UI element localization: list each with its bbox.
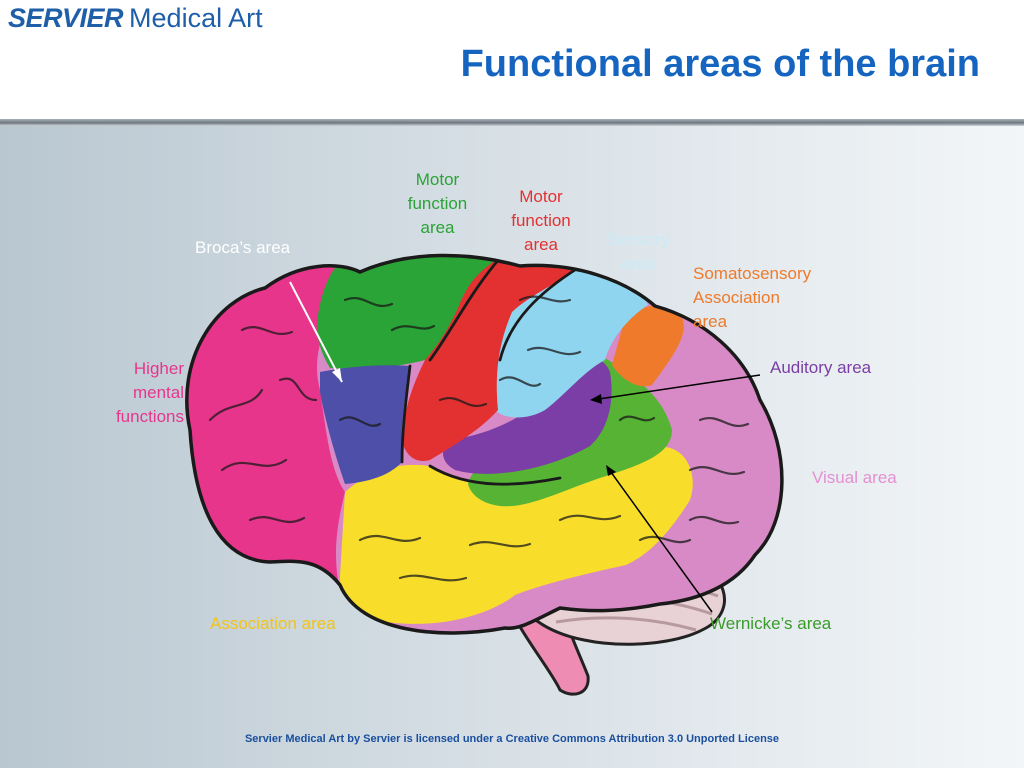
- label-somatosensory-line-1: Somatosensory: [693, 264, 812, 283]
- label-somatosensory-association: Somatosensory Association area: [693, 262, 811, 334]
- label-higher-mental-functions: Higher mental functions: [84, 357, 184, 429]
- brain-outline: [185, 253, 784, 635]
- label-motor-red-line-1: Motor: [519, 187, 563, 206]
- label-motor-green-line-1: Motor: [415, 170, 460, 189]
- region-association: [338, 446, 693, 624]
- label-higher-line-1: Higher: [133, 359, 184, 378]
- label-higher-line-3: functions: [115, 407, 184, 426]
- header-divider: [0, 119, 1024, 126]
- pointer-lines: [289, 281, 761, 613]
- label-sensory-area: Sensory area: [596, 228, 680, 276]
- wernicke-pointer: [607, 467, 713, 613]
- label-association-area: Association area: [210, 614, 336, 633]
- gyri-texture: [208, 295, 750, 582]
- label-brocas-area: Broca’s area: [195, 238, 291, 257]
- auditory-pointer-head: [590, 394, 602, 404]
- broca-pointer: [289, 281, 343, 383]
- logo-product: Medical Art: [129, 3, 263, 33]
- label-visual-area: Visual area: [812, 468, 897, 487]
- region-broca: [320, 365, 410, 484]
- cerebrum-regions: [186, 255, 782, 633]
- label-higher-line-2: mental: [132, 383, 184, 402]
- auditory-pointer: [591, 374, 761, 401]
- label-sensory-line-2: area: [620, 254, 656, 273]
- license-credit[interactable]: Servier Medical Art by Servier is licens…: [244, 733, 780, 745]
- label-somatosensory-line-2: Association: [693, 288, 780, 307]
- region-motor-red: [402, 258, 578, 461]
- broca-pointer-head: [332, 368, 342, 382]
- slide-title: Functional areas of the brain: [460, 43, 980, 85]
- region-motor-green: [316, 255, 502, 369]
- region-somatosensory: [612, 305, 684, 387]
- sulci: [400, 256, 580, 486]
- label-sensory-line-1: Sensory: [606, 230, 670, 249]
- logo-brand: SERVIER: [8, 3, 124, 33]
- label-motor-green-line-3: area: [420, 218, 455, 237]
- label-motor-red-line-3: area: [523, 235, 559, 254]
- label-wernickes-area: Wernicke’s area: [710, 614, 832, 633]
- label-motor-red-line-2: function: [511, 211, 571, 230]
- label-somatosensory-line-3: area: [693, 312, 728, 331]
- wernicke-pointer-head: [606, 465, 616, 476]
- label-auditory-area: Auditory area: [770, 358, 872, 377]
- label-motor-function-red: Motor function area: [498, 185, 584, 257]
- label-motor-function-green: Motor function area: [395, 168, 480, 240]
- label-motor-green-line-2: function: [407, 194, 468, 213]
